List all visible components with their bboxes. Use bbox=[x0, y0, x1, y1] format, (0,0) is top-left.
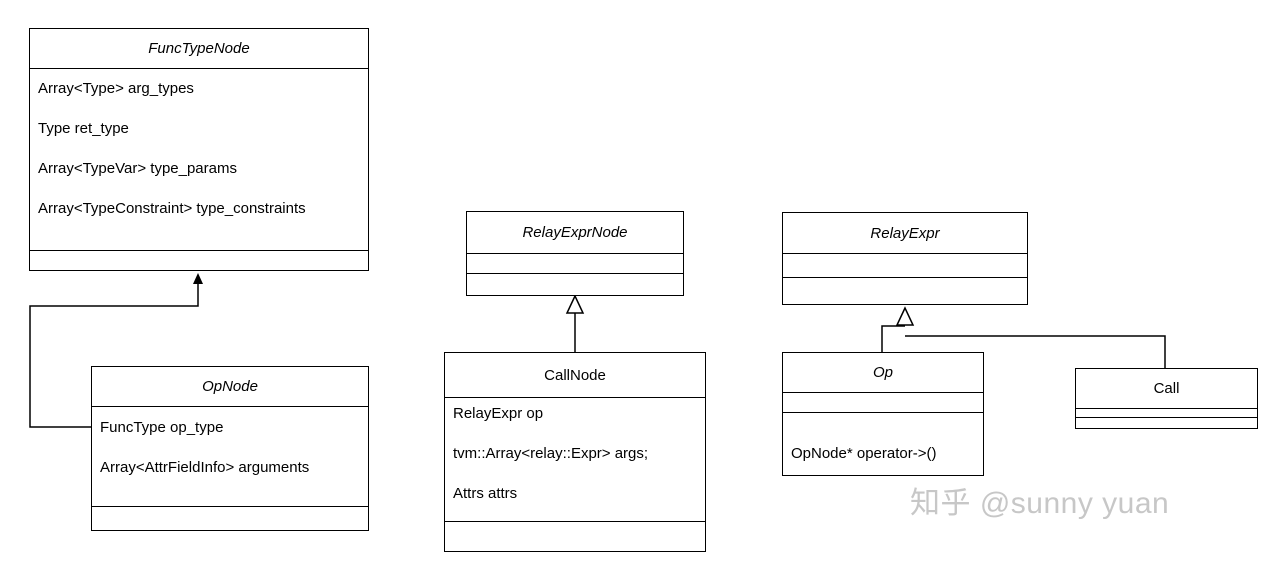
class-opnode-name: OpNode bbox=[92, 367, 368, 407]
class-call[interactable]: Call bbox=[1075, 368, 1258, 429]
class-op-attributes bbox=[783, 393, 983, 413]
class-call-name: Call bbox=[1076, 369, 1257, 409]
class-callnode-name: CallNode bbox=[445, 353, 705, 398]
inheritance-arrowhead-relayexpr bbox=[895, 306, 915, 326]
attribute: Array<Type> arg_types bbox=[38, 80, 194, 97]
class-functypenode[interactable]: FuncTypeNode Array<Type> arg_types Type … bbox=[29, 28, 369, 271]
class-relayexpr-name: RelayExpr bbox=[783, 213, 1027, 254]
class-op[interactable]: Op OpNode* operator->() bbox=[782, 352, 984, 476]
class-functypenode-name: FuncTypeNode bbox=[30, 29, 368, 69]
opnode-to-functypenode-association bbox=[29, 284, 199, 428]
call-inherits-relayexpr bbox=[905, 335, 1166, 368]
attribute: RelayExpr op bbox=[453, 405, 544, 422]
class-opnode[interactable]: OpNode FuncType op_type Array<AttrFieldI… bbox=[91, 366, 369, 531]
method: OpNode* operator->() bbox=[791, 445, 937, 462]
attribute: Type ret_type bbox=[38, 120, 129, 137]
watermark: 知乎 @sunny yuan bbox=[910, 487, 1170, 520]
attribute: tvm::Array<relay::Expr> args; bbox=[453, 445, 649, 462]
class-relayexprnode-attributes bbox=[467, 254, 683, 274]
op-inherits-relayexpr bbox=[881, 325, 905, 352]
association-arrowhead bbox=[193, 273, 203, 284]
attribute: Array<TypeConstraint> type_constraints bbox=[38, 200, 306, 217]
class-call-attributes bbox=[1076, 409, 1257, 418]
class-callnode-attributes: RelayExpr op tvm::Array<relay::Expr> arg… bbox=[445, 398, 705, 522]
attribute: FuncType op_type bbox=[100, 419, 224, 436]
class-relayexpr[interactable]: RelayExpr bbox=[782, 212, 1028, 305]
attribute: Array<TypeVar> type_params bbox=[38, 160, 237, 177]
attribute: Attrs attrs bbox=[453, 485, 518, 502]
class-functypenode-attributes: Array<Type> arg_types Type ret_type Arra… bbox=[30, 69, 368, 251]
class-op-name: Op bbox=[783, 353, 983, 393]
inheritance-arrowhead-relayexprnode bbox=[565, 294, 585, 314]
attribute: Array<AttrFieldInfo> arguments bbox=[100, 459, 310, 476]
class-opnode-attributes: FuncType op_type Array<AttrFieldInfo> ar… bbox=[92, 407, 368, 507]
class-relayexprnode-name: RelayExprNode bbox=[467, 212, 683, 254]
class-callnode[interactable]: CallNode RelayExpr op tvm::Array<relay::… bbox=[444, 352, 706, 552]
class-relayexprnode[interactable]: RelayExprNode bbox=[466, 211, 684, 296]
class-relayexpr-attributes bbox=[783, 254, 1027, 278]
